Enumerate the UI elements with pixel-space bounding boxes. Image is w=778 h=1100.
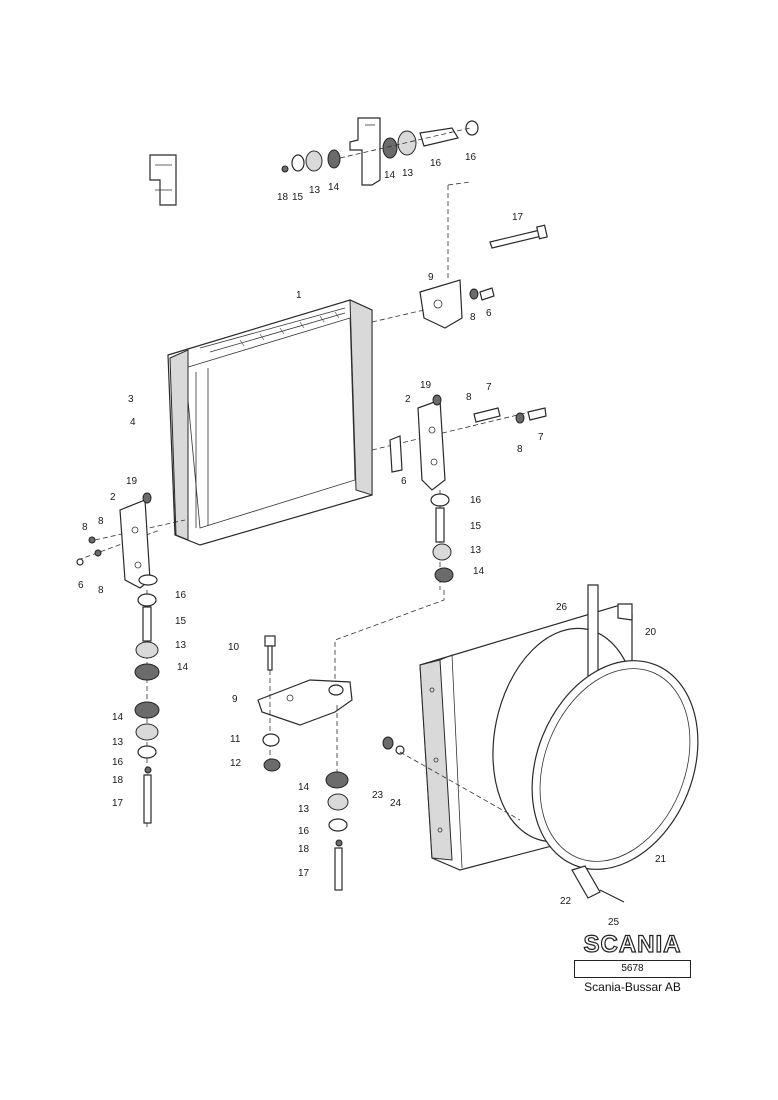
callout: 3 (128, 394, 134, 405)
callout: 21 (655, 854, 667, 865)
callout: 20 (645, 627, 657, 638)
left-mount-stack (134, 590, 160, 830)
callout: 14 (177, 662, 189, 673)
callout: 10 (228, 642, 240, 653)
callout: 23 (372, 790, 384, 801)
callout: 16 (470, 495, 482, 506)
callout: 16 (175, 590, 187, 601)
callout: 22 (560, 896, 572, 907)
callout: 8 (82, 522, 88, 533)
callout: 19 (420, 380, 432, 391)
callout: 13 (309, 185, 321, 196)
callout: 25 (608, 917, 620, 928)
callout: 16 (298, 826, 310, 837)
right-bracket-2 (389, 394, 547, 491)
upper-right-bracket-9 (419, 279, 495, 329)
callout: 4 (130, 417, 136, 428)
callout: 16 (112, 757, 124, 768)
callout: 9 (232, 694, 238, 705)
fan-ring-21 (531, 660, 699, 903)
clip-part (149, 154, 177, 206)
callout: 17 (298, 868, 310, 879)
callout: 14 (328, 182, 340, 193)
callout: 18 (277, 192, 289, 203)
callout: 8 (466, 392, 472, 403)
callout: 8 (98, 516, 104, 527)
radiator (167, 299, 373, 546)
lower-mount-bracket-9 (257, 635, 353, 772)
bushing-13-b (397, 130, 417, 156)
callout: 13 (175, 640, 187, 651)
callout: 1 (296, 290, 302, 301)
callout-labels: 18 15 13 14 14 13 16 16 17 9 8 6 1 3 4 1… (78, 152, 667, 928)
callout: 17 (512, 212, 524, 223)
nut-18 (281, 165, 289, 173)
callout: 6 (401, 476, 407, 487)
callout: 6 (486, 308, 492, 319)
callout: 9 (428, 272, 434, 283)
callout: 7 (486, 382, 492, 393)
callout: 14 (473, 566, 485, 577)
callout: 26 (556, 602, 568, 613)
callout: 2 (405, 394, 411, 405)
callout: 13 (112, 737, 124, 748)
bolt-23-24 (382, 736, 521, 821)
callout: 16 (465, 152, 477, 163)
bushing-13 (305, 150, 323, 172)
upper-bracket (349, 117, 381, 186)
callout: 15 (175, 616, 187, 627)
washer-15 (291, 154, 305, 172)
callout: 8 (98, 585, 104, 596)
callout: 8 (517, 444, 523, 455)
callout: 2 (110, 492, 116, 503)
top-hardware-group (149, 117, 479, 206)
callout: 14 (384, 170, 396, 181)
brand-logo: SCANIA (583, 931, 682, 958)
washer-14 (327, 149, 341, 169)
middle-mount-stack (325, 705, 349, 891)
title-block: SCANIA 5678 Scania-Bussar AB (570, 931, 695, 994)
bolt-17-top (489, 224, 548, 249)
callout: 13 (402, 168, 414, 179)
washer-14-b (382, 137, 398, 159)
callout: 24 (390, 798, 402, 809)
washer-16 (465, 120, 479, 136)
callout: 15 (470, 521, 482, 532)
left-bracket-2 (76, 492, 158, 589)
callout: 12 (230, 758, 242, 769)
callout: 8 (470, 312, 476, 323)
callout: 6 (78, 580, 84, 591)
callout: 7 (538, 432, 544, 443)
callout: 18 (298, 844, 310, 855)
callout: 13 (470, 545, 482, 556)
callout: 14 (298, 782, 310, 793)
callout: 13 (298, 804, 310, 815)
callout: 14 (112, 712, 124, 723)
callout: 16 (430, 158, 442, 169)
callout: 17 (112, 798, 124, 809)
company-name: Scania-Bussar AB (584, 980, 681, 994)
right-mount-stack (334, 490, 454, 680)
callout: 18 (112, 775, 124, 786)
callout: 11 (230, 734, 241, 745)
callout: 15 (292, 192, 304, 203)
drawing-number: 5678 (574, 960, 691, 978)
sleeve-16 (419, 127, 459, 147)
callout: 19 (126, 476, 138, 487)
